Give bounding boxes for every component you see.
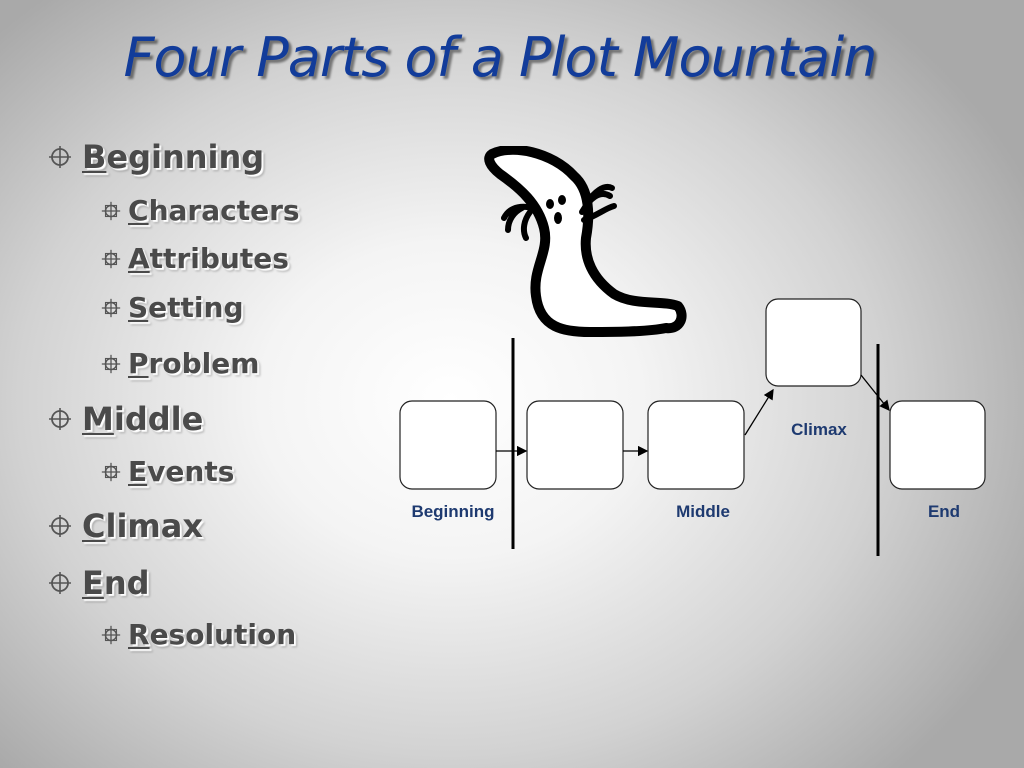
bullet-initial: R bbox=[128, 618, 150, 651]
bullet-setting: Setting bbox=[100, 291, 244, 324]
bullet-text: eginning bbox=[106, 138, 265, 176]
bullet-initial: E bbox=[82, 564, 104, 602]
bullet-resolution: Resolution bbox=[100, 618, 296, 651]
bullet-events: Events bbox=[100, 455, 234, 488]
bullet-initial: A bbox=[128, 242, 150, 275]
bullet-text: nd bbox=[103, 564, 150, 602]
bullet-text: etting bbox=[148, 291, 244, 324]
bullet-text: esolution bbox=[149, 618, 297, 651]
label-middle: Middle bbox=[676, 502, 730, 521]
bullet-text: vents bbox=[147, 455, 235, 488]
end-box bbox=[889, 400, 986, 490]
middle-box-1 bbox=[526, 400, 624, 490]
beginning-box bbox=[399, 400, 497, 490]
bullet-text: ttributes bbox=[149, 242, 289, 275]
middle-box-2 bbox=[647, 400, 745, 490]
bullet-middle: Middle bbox=[48, 400, 203, 438]
bullet-end: End bbox=[48, 564, 150, 602]
bullet-initial: P bbox=[128, 347, 149, 380]
arrow bbox=[744, 388, 774, 436]
crosshair-bullet-icon bbox=[101, 354, 121, 373]
bullet-initial: S bbox=[128, 291, 149, 324]
ghost-icon bbox=[484, 146, 687, 337]
bullet-text: iddle bbox=[113, 400, 204, 438]
bullet-initial: C bbox=[82, 507, 106, 545]
bullet-text: roblem bbox=[148, 347, 260, 380]
label-beginning: Beginning bbox=[411, 502, 494, 521]
crosshair-bullet-icon bbox=[49, 572, 71, 594]
bullet-climax: Climax bbox=[48, 507, 203, 545]
bullet-text: limax bbox=[105, 507, 203, 545]
bullet-attributes: Attributes bbox=[100, 242, 289, 275]
climax-box bbox=[765, 298, 862, 387]
bullet-initial: M bbox=[82, 400, 114, 438]
bullet-initial: B bbox=[82, 138, 107, 176]
arrow bbox=[860, 374, 890, 412]
label-climax: Climax bbox=[791, 420, 847, 439]
slide-title: Four Parts of a Plot Mountain bbox=[123, 26, 878, 89]
crosshair-bullet-icon bbox=[101, 298, 121, 317]
crosshair-bullet-icon bbox=[49, 515, 71, 537]
bullet-initial: C bbox=[128, 194, 149, 227]
bullet-problem: Problem bbox=[100, 347, 259, 380]
crosshair-bullet-icon bbox=[49, 146, 71, 168]
crosshair-bullet-icon bbox=[101, 201, 121, 220]
bullet-text: haracters bbox=[148, 194, 300, 227]
crosshair-bullet-icon bbox=[101, 249, 121, 268]
label-end: End bbox=[928, 502, 960, 521]
bullet-characters: Characters bbox=[100, 194, 300, 227]
bullet-initial: E bbox=[128, 455, 148, 488]
crosshair-bullet-icon bbox=[101, 625, 121, 644]
crosshair-bullet-icon bbox=[49, 408, 71, 430]
crosshair-bullet-icon bbox=[101, 462, 121, 481]
bullet-beginning: Beginning bbox=[48, 138, 264, 176]
